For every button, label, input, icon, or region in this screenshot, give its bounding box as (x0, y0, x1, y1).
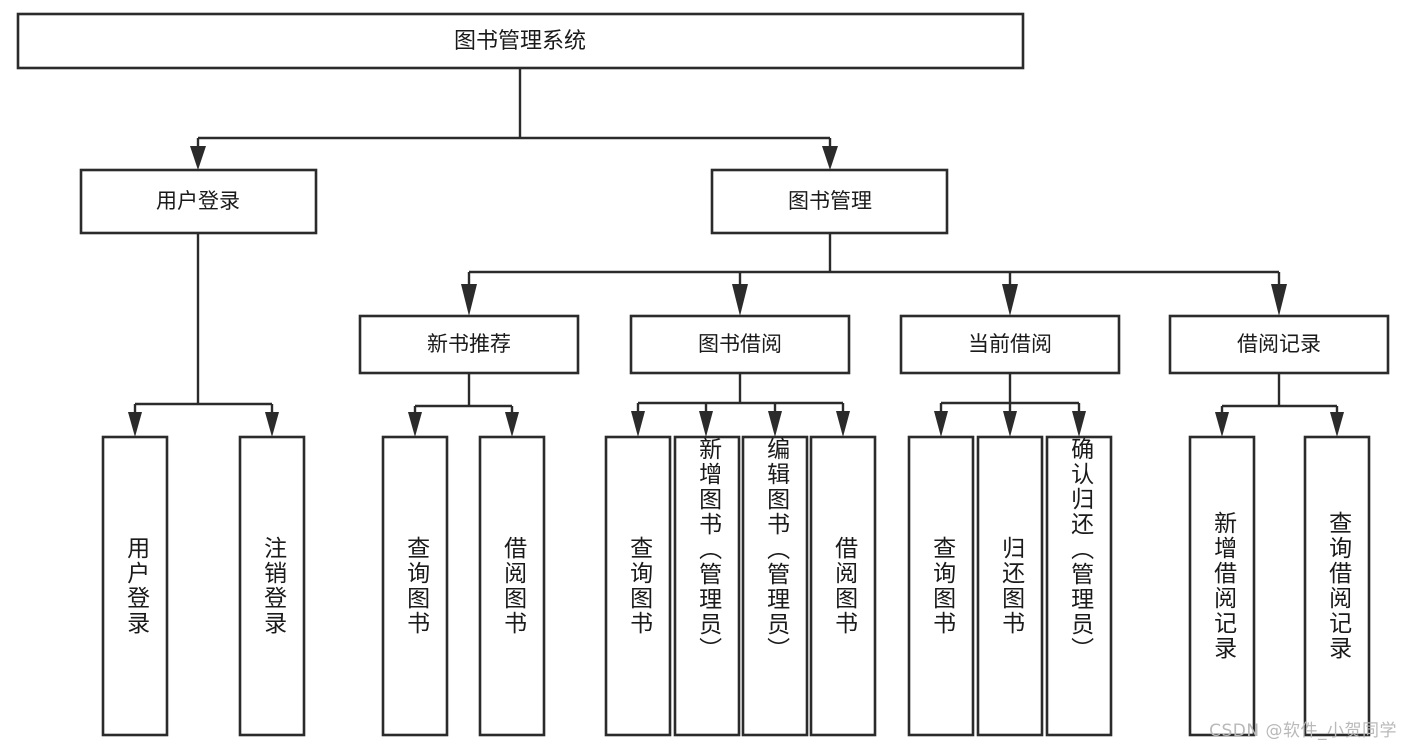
arrow-head-leaf-new-book-1 (408, 412, 422, 437)
leaf-box-book-borrow-4[interactable] (809, 435, 877, 737)
arrow-head-current-borrow (1002, 284, 1018, 316)
node-borrow-record-box[interactable] (1168, 314, 1390, 375)
node-current-borrow[interactable]: 当前借阅 (899, 314, 1121, 375)
node-new-book-recommend[interactable]: 新书推荐 (358, 314, 580, 375)
leaf-box-layer (101, 435, 1371, 737)
arrow-head-leaf-user-login-2 (265, 412, 279, 437)
node-book-borrow[interactable]: 图书借阅 (629, 314, 851, 375)
arrow-head-book-borrow (732, 284, 748, 316)
node-book-borrow-label: 图书借阅 (698, 332, 782, 356)
leaf-box-borrow-record-1[interactable] (1188, 435, 1256, 737)
arrow-head-leaf-new-book-2 (505, 412, 519, 437)
leaf-box-user-login-2[interactable] (238, 435, 306, 737)
node-root-label: 图书管理系统 (454, 29, 586, 54)
arrow-head-leaf-borrow-record-2 (1330, 412, 1344, 437)
node-new-book-recommend-box[interactable] (358, 314, 580, 375)
arrow-head-leaf-current-borrow-3 (1072, 411, 1086, 437)
arrow-head-book-manage (822, 146, 838, 170)
watermark: CSDN @软件_小贺同学 (1209, 721, 1397, 741)
arrow-head-user-login (190, 146, 206, 170)
node-user-login-box[interactable] (79, 168, 318, 235)
connector-layer (128, 68, 1344, 437)
leaf-box-new-book-2[interactable] (478, 435, 546, 737)
node-book-manage-label: 图书管理 (788, 189, 872, 213)
leaf-box-new-book-1[interactable] (381, 435, 449, 737)
node-user-login[interactable]: 用户登录 (79, 168, 318, 235)
node-book-manage[interactable]: 图书管理 (710, 168, 949, 235)
arrow-head-leaf-book-borrow-1 (631, 411, 645, 437)
node-book-manage-box[interactable] (710, 168, 949, 235)
node-current-borrow-box[interactable] (899, 314, 1121, 375)
node-user-login-label: 用户登录 (156, 189, 240, 213)
node-root-box[interactable] (16, 12, 1025, 70)
node-root[interactable]: 图书管理系统 (16, 12, 1025, 70)
arrow-head-leaf-book-borrow-3 (768, 411, 782, 437)
leaf-box-current-borrow-1[interactable] (907, 435, 975, 737)
node-new-book-recommend-label: 新书推荐 (427, 332, 511, 356)
node-book-borrow-box[interactable] (629, 314, 851, 375)
leaf-box-current-borrow-3[interactable] (1045, 435, 1113, 737)
leaf-box-user-login-1[interactable] (101, 435, 169, 737)
leaf-box-book-borrow-3[interactable] (741, 435, 809, 737)
leaf-box-book-borrow-1[interactable] (604, 435, 672, 737)
arrow-head-leaf-book-borrow-4 (836, 411, 850, 437)
arrow-head-leaf-borrow-record-1 (1215, 412, 1229, 437)
node-borrow-record[interactable]: 借阅记录 (1168, 314, 1390, 375)
arrow-head-leaf-current-borrow-2 (1003, 411, 1017, 437)
leaf-box-borrow-record-2[interactable] (1303, 435, 1371, 737)
arrow-head-leaf-user-login-1 (128, 412, 142, 437)
arrow-head-leaf-current-borrow-1 (934, 411, 948, 437)
leaf-box-book-borrow-2[interactable] (673, 435, 741, 737)
arrow-head-new-book (461, 284, 477, 316)
arrow-head-borrow-record (1271, 284, 1287, 316)
node-borrow-record-label: 借阅记录 (1237, 332, 1321, 356)
arrow-head-leaf-book-borrow-2 (699, 411, 713, 437)
node-current-borrow-label: 当前借阅 (968, 332, 1052, 356)
leaf-box-current-borrow-2[interactable] (976, 435, 1044, 737)
